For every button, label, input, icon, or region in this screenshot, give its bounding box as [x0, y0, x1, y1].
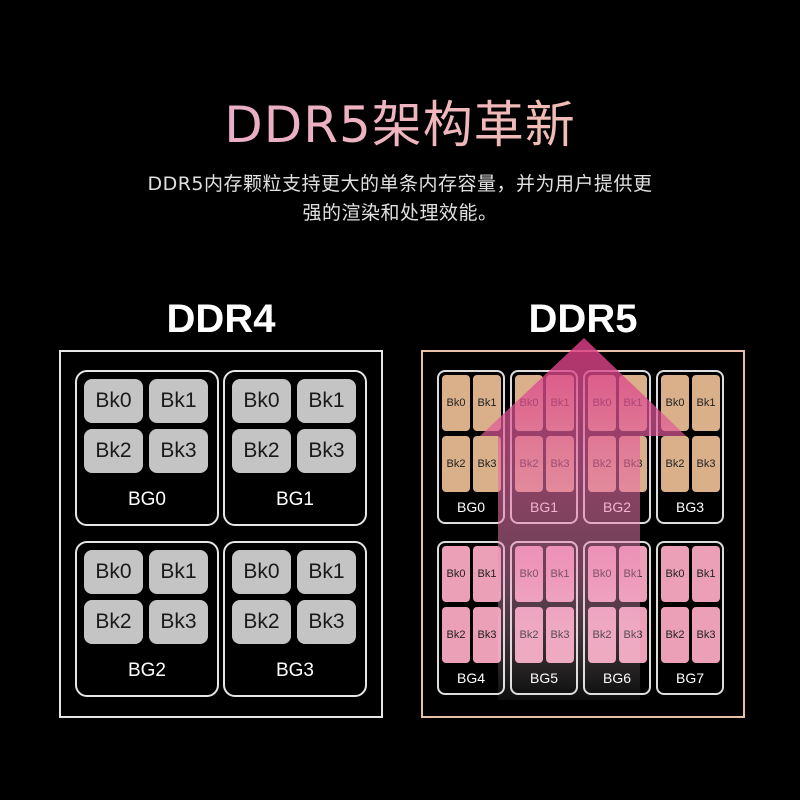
bank-cell: Bk2 — [84, 600, 143, 644]
bank-cell: Bk1 — [473, 546, 501, 602]
bank-cell: Bk2 — [588, 436, 616, 492]
bank-group-label: BG6 — [602, 670, 631, 686]
ddr4-bank-group: Bk0 Bk1 Bk2 Bk3 BG3 — [223, 541, 367, 697]
bank-cell: Bk1 — [546, 546, 574, 602]
bank-cell: Bk2 — [515, 436, 543, 492]
bank-cell: Bk1 — [692, 546, 720, 602]
bank-cell: Bk1 — [692, 375, 720, 431]
bank-cell: Bk1 — [297, 379, 356, 423]
bank-group-label: BG4 — [456, 670, 485, 686]
subtitle-line-2: 强的渲染和处理效能。 — [302, 202, 498, 224]
bank-cell: Bk1 — [619, 375, 647, 431]
bank-group-label: BG5 — [529, 670, 558, 686]
ddr5-bank-group: Bk0 Bk1 Bk2 Bk3 BG6 — [583, 541, 651, 695]
page-title: DDR5架构革新 — [0, 93, 800, 157]
ddr5-bank-group: Bk0 Bk1 Bk2 Bk3 BG4 — [437, 541, 505, 695]
ddr5-bank-group: Bk0 Bk1 Bk2 Bk3 BG3 — [656, 370, 724, 524]
bank-cell: Bk2 — [661, 607, 689, 663]
bank-cell: Bk0 — [84, 550, 143, 594]
bank-cell: Bk0 — [442, 375, 470, 431]
bank-cell: Bk1 — [149, 550, 208, 594]
bank-cell: Bk3 — [619, 436, 647, 492]
bank-group-label: BG0 — [456, 499, 485, 515]
ddr5-bank-group: Bk0 Bk1 Bk2 Bk3 BG0 — [437, 370, 505, 524]
bank-cell: Bk3 — [619, 607, 647, 663]
bank-cell: Bk3 — [546, 436, 574, 492]
ddr5-bank-group: Bk0 Bk1 Bk2 Bk3 BG5 — [510, 541, 578, 695]
bank-cell: Bk3 — [297, 600, 356, 644]
subtitle-line-1: DDR5内存颗粒支持更大的单条内存容量，并为用户提供更 — [147, 173, 653, 195]
bank-cell: Bk1 — [619, 546, 647, 602]
bank-cell: Bk0 — [661, 375, 689, 431]
bank-cell: Bk3 — [149, 600, 208, 644]
bank-cell: Bk2 — [661, 436, 689, 492]
bank-cell: Bk0 — [442, 546, 470, 602]
ddr5-bank-group: Bk0 Bk1 Bk2 Bk3 BG7 — [656, 541, 724, 695]
bank-cell: Bk3 — [546, 607, 574, 663]
bank-group-label: BG2 — [127, 660, 167, 681]
bank-cell: Bk0 — [232, 550, 291, 594]
bank-cell: Bk2 — [232, 600, 291, 644]
bank-cell: Bk2 — [588, 607, 616, 663]
page-subtitle: DDR5内存颗粒支持更大的单条内存容量，并为用户提供更 强的渲染和处理效能。 — [80, 170, 720, 228]
bank-cell: Bk0 — [515, 375, 543, 431]
ddr5-bank-group: Bk0 Bk1 Bk2 Bk3 BG2 — [583, 370, 651, 524]
bank-group-label: BG0 — [127, 489, 167, 510]
bank-group-label: BG2 — [602, 499, 631, 515]
bank-group-label: BG1 — [529, 499, 558, 515]
bank-cell: Bk2 — [442, 436, 470, 492]
ddr5-heading: DDR5 — [528, 297, 638, 341]
bank-cell: Bk3 — [149, 429, 208, 473]
bank-cell: Bk1 — [546, 375, 574, 431]
bank-cell: Bk0 — [588, 546, 616, 602]
bank-cell: Bk0 — [661, 546, 689, 602]
bank-cell: Bk0 — [232, 379, 291, 423]
bank-cell: Bk3 — [473, 436, 501, 492]
bank-group-label: BG3 — [675, 499, 704, 515]
bank-cell: Bk1 — [149, 379, 208, 423]
bank-cell: Bk3 — [473, 607, 501, 663]
bank-cell: Bk2 — [232, 429, 291, 473]
bank-group-label: BG3 — [275, 660, 315, 681]
bank-cell: Bk0 — [84, 379, 143, 423]
ddr4-bank-group: Bk0 Bk1 Bk2 Bk3 BG0 — [75, 370, 219, 526]
ddr5-panel: Bk0 Bk1 Bk2 Bk3 BG0 Bk0 Bk1 Bk2 Bk3 BG1 … — [421, 350, 745, 718]
ddr4-bank-group: Bk0 Bk1 Bk2 Bk3 BG2 — [75, 541, 219, 697]
bank-cell: Bk3 — [692, 607, 720, 663]
bank-group-label: BG1 — [275, 489, 315, 510]
bank-cell: Bk0 — [588, 375, 616, 431]
ddr4-heading: DDR4 — [166, 297, 276, 341]
bank-cell: Bk2 — [515, 607, 543, 663]
bank-cell: Bk0 — [515, 546, 543, 602]
bank-cell: Bk3 — [297, 429, 356, 473]
bank-cell: Bk2 — [84, 429, 143, 473]
ddr4-panel: Bk0 Bk1 Bk2 Bk3 BG0 Bk0 Bk1 Bk2 Bk3 BG1 … — [59, 350, 383, 718]
bank-cell: Bk3 — [692, 436, 720, 492]
ddr5-bank-group: Bk0 Bk1 Bk2 Bk3 BG1 — [510, 370, 578, 524]
bank-cell: Bk2 — [442, 607, 470, 663]
bank-cell: Bk1 — [297, 550, 356, 594]
bank-group-label: BG7 — [675, 670, 704, 686]
bank-cell: Bk1 — [473, 375, 501, 431]
ddr4-bank-group: Bk0 Bk1 Bk2 Bk3 BG1 — [223, 370, 367, 526]
